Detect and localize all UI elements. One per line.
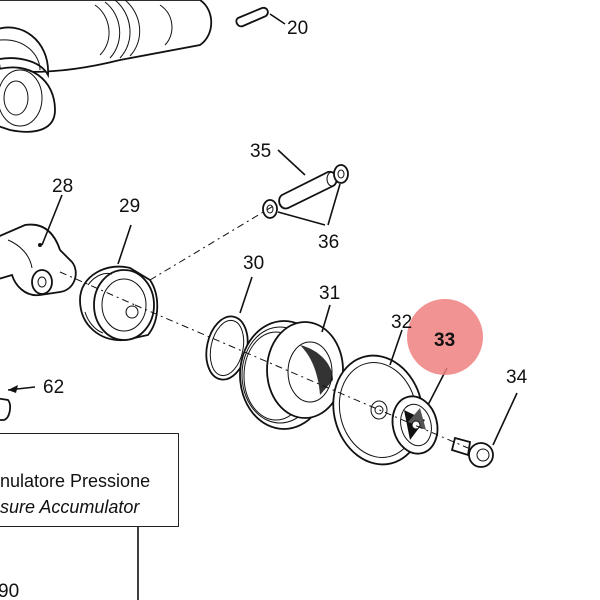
bolt-part-34 — [450, 392, 518, 468]
centre-line — [59, 271, 136, 306]
callout-29: 29 — [119, 196, 140, 217]
callout-62: 62 — [43, 377, 64, 398]
caption-english: sure Accumulator — [0, 497, 140, 517]
callout-28: 28 — [52, 176, 73, 197]
callout-20: 20 — [287, 18, 308, 39]
pin-axis-line — [149, 204, 276, 281]
callout-34: 34 — [506, 367, 528, 388]
callout-90: 90 — [0, 581, 19, 600]
pin-part-35 — [277, 149, 338, 210]
caption-box — [0, 433, 179, 527]
piston-part-29 — [79, 224, 159, 341]
gear-shaft-assembly — [0, 0, 213, 133]
callout-33[interactable]: 33 — [434, 330, 455, 351]
fitting-part-62 — [0, 385, 36, 421]
callout-30: 30 — [243, 253, 264, 274]
callout-32: 32 — [391, 312, 412, 333]
caption-italian: nulatore Pressione — [0, 471, 151, 491]
callout-35: 35 — [250, 141, 271, 162]
sleeve-part-31 — [239, 304, 344, 430]
clip-part-36 — [262, 164, 349, 226]
valve-part-33 — [391, 367, 448, 455]
pin-part-20 — [235, 6, 286, 28]
bracket-part-28 — [0, 194, 77, 297]
callout-36: 36 — [318, 232, 339, 253]
highlight-marker[interactable] — [407, 299, 483, 375]
centre-line-main — [134, 304, 469, 449]
callout-31: 31 — [319, 283, 340, 304]
